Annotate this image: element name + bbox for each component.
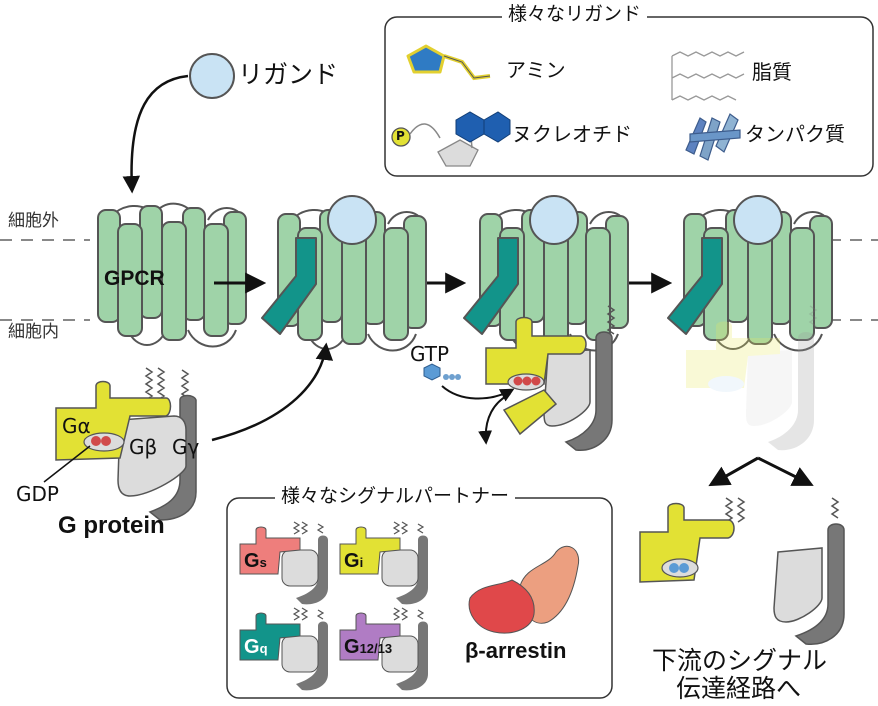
g-protein-heterotrimer <box>43 367 197 521</box>
g-protein-faded <box>686 305 818 451</box>
g-alpha-label: Gα <box>62 414 91 438</box>
ligand-box <box>384 16 874 177</box>
g-beta-label: Gβ <box>129 435 158 459</box>
beta-arrestin-icon <box>468 545 580 634</box>
partner-box <box>226 497 613 699</box>
amine-label: アミン <box>506 58 566 82</box>
g1213-icon <box>339 607 428 691</box>
downstream-line2: 伝達経路へ <box>676 674 802 703</box>
split-arrows <box>711 456 810 484</box>
protein-label: タンパク質 <box>745 122 845 146</box>
extracellular-label: 細胞外 <box>8 211 59 231</box>
lipid-label: 脂質 <box>752 60 792 84</box>
gs-label: Gs <box>244 550 267 572</box>
gs-icon <box>239 521 328 605</box>
g-gamma-label: Gγ <box>172 435 200 459</box>
gprotein-to-receptor-arrow <box>211 342 334 442</box>
g-protein-bound <box>423 305 616 451</box>
partner-box-title: 様々なシグナルパートナー <box>275 487 516 506</box>
ligand-box-title: 様々なリガンド <box>502 5 648 24</box>
gi-icon <box>339 521 428 605</box>
gpcr-label: GPCR <box>104 267 165 290</box>
ligand-label: リガンド <box>238 60 339 89</box>
gi-label: Gi <box>344 550 364 572</box>
gpcr-active-2 <box>464 196 628 351</box>
ligand-arrow <box>122 74 189 194</box>
gq-icon <box>239 607 328 691</box>
downstream-line1: 下流のシグナル <box>652 646 828 675</box>
g1213-label: G12/13 <box>344 636 393 658</box>
gdp-label: GDP <box>16 482 59 506</box>
gpcr-active-1 <box>262 196 426 351</box>
nucleotide-label: ヌクレオチド <box>512 122 632 146</box>
phosphate-label: P <box>396 129 405 143</box>
beta-arrestin-label: β-arrestin <box>465 638 567 663</box>
g-protein-title: G protein <box>58 512 165 539</box>
g-alpha-gtp <box>639 497 746 583</box>
intracellular-label: 細胞内 <box>8 322 59 342</box>
gq-label: Gq <box>244 636 268 658</box>
gpcr-active-3 <box>668 196 832 351</box>
g-beta-gamma <box>773 497 845 645</box>
gtp-label: GTP <box>410 342 450 366</box>
ligand-circle <box>189 53 235 99</box>
